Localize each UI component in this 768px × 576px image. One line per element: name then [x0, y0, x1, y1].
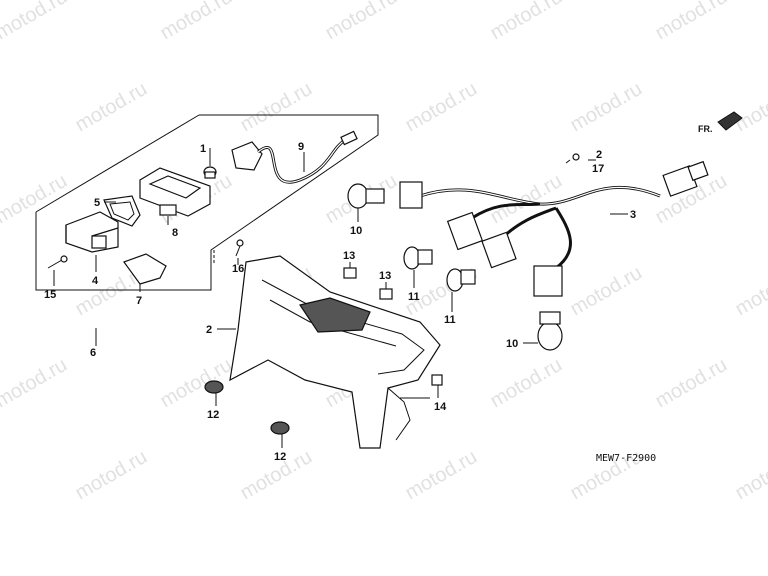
callout-12-lower: 12 [274, 451, 286, 463]
screw-16 [235, 239, 244, 257]
callout-2-screw: 2 [596, 149, 602, 161]
watermark-text: motod.ru [732, 262, 768, 321]
callout-12-upper: 12 [207, 409, 219, 421]
license-light-cover [65, 211, 119, 253]
callout-11-right: 11 [444, 314, 456, 326]
callout-4: 4 [92, 275, 99, 287]
watermark-text: motod.ru [487, 0, 566, 44]
diagram-code: MEW7-F2900 [596, 453, 656, 464]
watermark-text: motod.ru [0, 0, 71, 44]
watermark-text: motod.ru [0, 170, 71, 229]
callout-13-right: 13 [379, 270, 391, 282]
clip-13b [379, 288, 393, 300]
watermark-text: motod.ru [567, 78, 646, 137]
watermark-text: motod.ru [652, 0, 731, 44]
bulb-11a [403, 246, 433, 270]
callout-15: 15 [44, 289, 56, 301]
watermark-text: motod.ru [72, 78, 151, 137]
callout-labels: 1 2 2 3 4 5 6 7 8 9 10 10 11 11 12 12 13… [44, 141, 636, 463]
watermark-text: motod.ru [567, 262, 646, 321]
front-direction-arrow: FR. [698, 111, 743, 134]
wire-harness-3 [399, 160, 709, 297]
watermark-text: motod.ru [402, 446, 481, 505]
watermark-text: motod.ru [72, 446, 151, 505]
watermark-text: motod.ru [652, 354, 731, 413]
callout-5: 5 [94, 197, 100, 209]
watermark-text: motod.ru [157, 354, 236, 413]
callout-7: 7 [136, 295, 142, 307]
callout-13-left: 13 [343, 250, 355, 262]
callout-3: 3 [630, 209, 636, 221]
watermark-text: motod.ru [487, 354, 566, 413]
bulb-1 [203, 166, 217, 179]
watermark-text: motod.ru [237, 78, 316, 137]
callout-17: 17 [592, 163, 604, 175]
assembly-boundary [35, 114, 379, 291]
callout-16: 16 [232, 263, 244, 275]
watermark-text: motod.ru [157, 0, 236, 44]
bulb-10b [537, 311, 563, 351]
bulb-11b [446, 268, 476, 292]
watermark-text: motod.ru [402, 78, 481, 137]
watermark-text: motod.ru [0, 354, 71, 413]
lens-7 [123, 253, 167, 285]
watermark-text: motod.ru [732, 78, 768, 137]
callout-14: 14 [434, 401, 447, 413]
callout-10-upper: 10 [350, 225, 362, 237]
socket-wire-9 [231, 130, 358, 184]
grommet-12b [270, 421, 290, 435]
screw-15 [47, 255, 68, 269]
front-direction-label: FR. [698, 124, 713, 134]
callout-1: 1 [200, 143, 206, 155]
callout-9: 9 [298, 141, 304, 153]
callout-6: 6 [90, 347, 96, 359]
callout-8: 8 [172, 227, 178, 239]
watermark-text: motod.ru [732, 446, 768, 505]
callout-11-left: 11 [408, 291, 420, 303]
assembly-boundary-top [35, 114, 200, 213]
watermark-text: motod.ru [322, 0, 401, 44]
screw-17 [565, 153, 580, 164]
callout-10-lower: 10 [506, 338, 518, 350]
nut-14 [431, 374, 443, 386]
license-light-housing [139, 167, 211, 217]
bulb-10a [347, 183, 385, 209]
leader-lines [53, 148, 628, 448]
clip-13a [343, 267, 357, 279]
grommet-12a [204, 380, 224, 394]
callout-2-housing: 2 [206, 324, 212, 336]
tail-light-housing [229, 255, 441, 449]
